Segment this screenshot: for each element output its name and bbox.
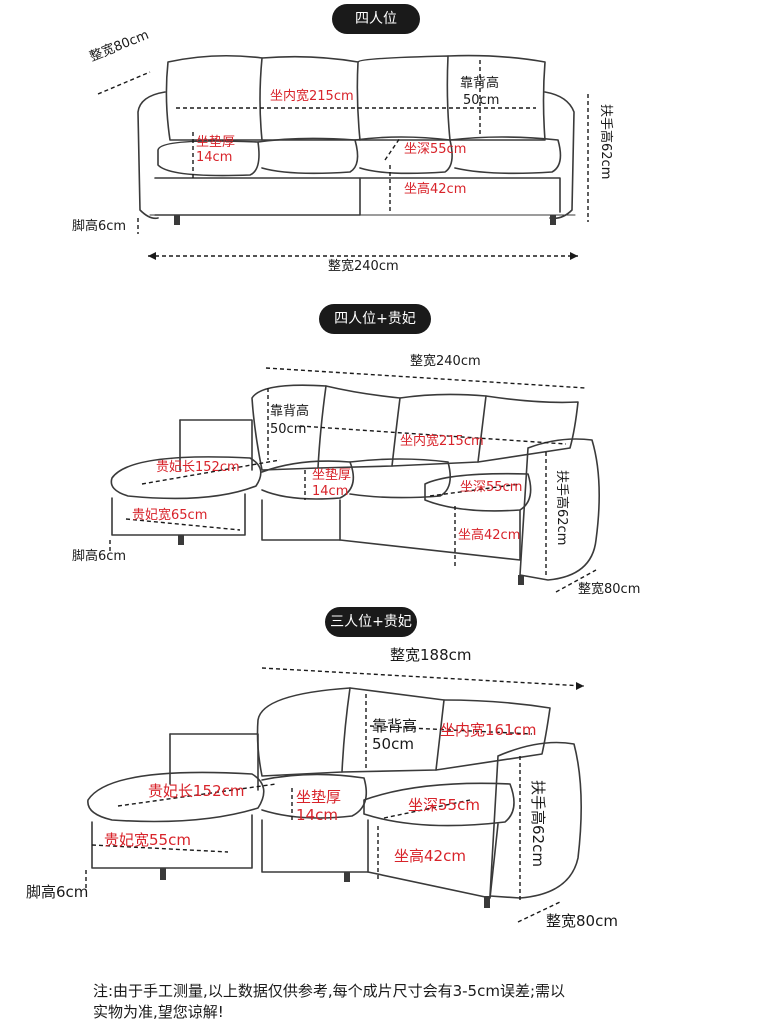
label-cushion-thickness-title: 坐垫厚 — [312, 468, 352, 483]
label-seat-height: 坐高42cm — [458, 528, 521, 543]
section-title-three-seater-chaise: 三人位+贵妃 — [325, 607, 417, 637]
label-seat-depth: 坐深55cm — [460, 480, 523, 495]
label-total-width: 整宽240cm — [410, 354, 481, 369]
label-total-width: 整宽188cm — [390, 646, 472, 664]
label-chaise-length: 贵妃长152cm — [148, 782, 245, 800]
label-arm-height: 扶手高62cm — [529, 780, 547, 867]
label-leg-height: 脚高6cm — [72, 549, 127, 564]
label-back-height-value: 50cm — [372, 735, 414, 753]
section-title-four-seater: 四人位 — [332, 4, 420, 34]
label-cushion-thickness-title: 坐垫厚 — [196, 135, 236, 150]
label-seat-inner-width: 坐内宽215cm — [400, 434, 484, 449]
disclaimer-line-2: 实物为准,望您谅解! — [93, 1003, 224, 1021]
label-cushion-thickness-title: 坐垫厚 — [296, 788, 342, 806]
label-total-width: 整宽240cm — [328, 259, 399, 274]
label-chaise-width: 贵妃宽55cm — [104, 831, 191, 849]
label-seat-inner-width: 坐内宽215cm — [270, 89, 354, 104]
disclaimer-note: 注:由于手工测量,以上数据仅供参考,每个成片尺寸会有3-5cm误差;需以 实物为… — [93, 981, 673, 1023]
label-seat-height: 坐高42cm — [394, 847, 466, 865]
label-depth: 整宽80cm — [578, 582, 641, 597]
label-cushion-thickness-value: 14cm — [296, 806, 338, 824]
label-seat-depth: 坐深55cm — [408, 796, 480, 814]
label-chaise-length: 贵妃长152cm — [156, 460, 240, 475]
label-seat-inner-width: 坐内宽161cm — [440, 721, 537, 739]
label-back-height-value: 50cm — [270, 422, 307, 437]
label-leg-height: 脚高6cm — [26, 883, 89, 901]
disclaimer-line-1: 注:由于手工测量,以上数据仅供参考,每个成片尺寸会有3-5cm误差;需以 — [93, 982, 566, 1000]
label-back-height-title: 靠背高 — [372, 717, 418, 735]
label-back-height-title: 靠背高 — [270, 404, 310, 419]
label-cushion-thickness-value: 14cm — [312, 484, 349, 499]
label-leg-height: 脚高6cm — [72, 219, 127, 234]
label-cushion-thickness-value: 14cm — [196, 150, 233, 165]
label-back-height-value: 50cm — [463, 93, 500, 108]
label-seat-height: 坐高42cm — [404, 182, 467, 197]
section-title-four-seater-chaise: 四人位+贵妃 — [319, 304, 431, 334]
label-back-height-title: 靠背高 — [460, 76, 500, 91]
label-depth: 整宽80cm — [546, 912, 618, 930]
label-seat-depth: 坐深55cm — [404, 142, 467, 157]
label-chaise-width: 贵妃宽65cm — [132, 508, 208, 523]
